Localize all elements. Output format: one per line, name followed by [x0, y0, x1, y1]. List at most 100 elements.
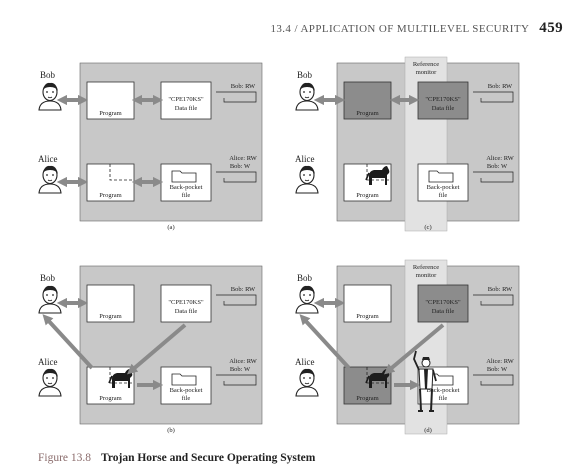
folder-icon	[171, 170, 197, 183]
back-pocket-label: file	[182, 192, 191, 199]
panel-d: ReferencemonitorBobAliceProgram"CPE170KS…	[295, 259, 520, 435]
reference-monitor-label: Reference	[413, 264, 439, 271]
user-label-alice: Alice	[38, 357, 58, 367]
back-pocket-label: file	[182, 395, 191, 402]
arrow-program-bob	[299, 314, 351, 370]
panel-label-c: (c)	[424, 224, 431, 231]
reference-monitor-label: monitor	[416, 69, 437, 76]
back-pocket-file-box	[160, 366, 212, 405]
back-pocket-file-box	[417, 163, 469, 202]
program-label: Program	[99, 110, 121, 117]
page-number: 459	[539, 20, 563, 36]
alice-acl-label: Alice: RW	[486, 358, 514, 365]
arrow-data-program	[127, 323, 187, 375]
arrow-program-bob	[42, 314, 94, 370]
back-pocket-label: Back-pocket	[427, 184, 460, 191]
bob-acl-label: Bob: RW	[488, 286, 513, 293]
data-file-label: Data file	[432, 308, 455, 315]
data-file-label: Data file	[175, 308, 198, 315]
alice-acl-label: Alice: RW	[229, 155, 257, 162]
bob-icon	[295, 82, 319, 111]
user-label-bob: Bob	[297, 70, 313, 80]
folder-icon	[428, 170, 454, 183]
program-hidden-part	[366, 164, 391, 181]
alice-acl-bracket	[473, 171, 514, 183]
bob-icon	[38, 82, 62, 111]
user-label-alice: Alice	[295, 154, 315, 164]
bob-icon	[38, 285, 62, 314]
program-label: Program	[99, 192, 121, 199]
program-hidden-part	[109, 367, 134, 384]
user-label-alice: Alice	[38, 154, 58, 164]
alice-icon	[38, 368, 62, 397]
bob-acl-label: Bob: RW	[488, 83, 513, 90]
user-label-bob: Bob	[297, 273, 313, 283]
bob-acl-bracket	[473, 91, 514, 103]
bob-program-box	[86, 284, 135, 323]
bob-program-box	[343, 81, 392, 120]
alice-acl-label: Bob: W	[230, 366, 251, 373]
user-label-alice: Alice	[295, 357, 315, 367]
data-file-label: Data file	[432, 105, 455, 112]
folder-icon	[171, 373, 197, 386]
arrow-data-program	[384, 323, 445, 375]
bob-acl-label: Bob: RW	[231, 83, 256, 90]
program-label: Program	[356, 313, 378, 320]
back-pocket-file-box	[160, 163, 212, 202]
alice-acl-label: Bob: W	[487, 366, 508, 373]
bob-acl-label: Bob: RW	[231, 286, 256, 293]
program-hidden-part	[366, 367, 391, 384]
data-file-name: "CPE170KS"	[425, 96, 461, 103]
back-pocket-label: Back-pocket	[427, 387, 460, 394]
bob-icon	[295, 285, 319, 314]
bob-program-box	[343, 284, 392, 323]
alice-acl-bracket	[216, 374, 257, 386]
data-file-box	[417, 81, 469, 120]
data-file-box	[417, 284, 469, 323]
bob-acl-bracket	[216, 294, 257, 306]
panel-label-d: (d)	[424, 427, 432, 434]
data-file-name: "CPE170KS"	[425, 299, 461, 306]
program-label: Program	[356, 192, 378, 199]
alice-program-box	[86, 163, 135, 202]
figure-caption: Figure 13.8 Trojan Horse and Secure Opera…	[38, 452, 315, 464]
figure-number: Figure 13.8	[38, 452, 92, 464]
program-label: Program	[356, 395, 378, 402]
figure-title: Trojan Horse and Secure Operating System	[101, 452, 316, 464]
bob-acl-bracket	[473, 294, 514, 306]
reference-monitor-label: monitor	[416, 272, 437, 279]
bob-acl-bracket	[216, 91, 257, 103]
alice-acl-label: Alice: RW	[486, 155, 514, 162]
alice-acl-bracket	[473, 374, 514, 386]
reference-monitor-label: Reference	[413, 61, 439, 68]
back-pocket-label: Back-pocket	[170, 387, 203, 394]
user-label-bob: Bob	[40, 70, 56, 80]
back-pocket-label: file	[439, 192, 448, 199]
program-label: Program	[356, 110, 378, 117]
back-pocket-label: Back-pocket	[170, 184, 203, 191]
panel-label-b: (b)	[167, 427, 175, 434]
data-file-box	[160, 284, 212, 323]
back-pocket-label: file	[439, 395, 448, 402]
alice-acl-label: Bob: W	[230, 163, 251, 170]
alice-acl-label: Alice: RW	[229, 358, 257, 365]
section-title: 13.4 / APPLICATION OF MULTILEVEL SECURIT…	[270, 23, 530, 35]
panel-label-a: (a)	[167, 224, 174, 231]
program-hidden-part	[109, 164, 134, 181]
panel-c: ReferencemonitorBobAliceProgram"CPE170KS…	[295, 56, 520, 232]
user-label-bob: Bob	[40, 273, 56, 283]
data-file-box	[160, 81, 212, 120]
alice-acl-bracket	[216, 171, 257, 183]
data-file-name: "CPE170KS"	[168, 96, 204, 103]
program-label: Program	[99, 313, 121, 320]
data-file-name: "CPE170KS"	[168, 299, 204, 306]
data-file-label: Data file	[175, 105, 198, 112]
program-label: Program	[99, 395, 121, 402]
alice-icon	[295, 165, 319, 194]
alice-icon	[295, 368, 319, 397]
page-header: 13.4 / APPLICATION OF MULTILEVEL SECURIT…	[270, 20, 563, 37]
alice-acl-label: Bob: W	[487, 163, 508, 170]
